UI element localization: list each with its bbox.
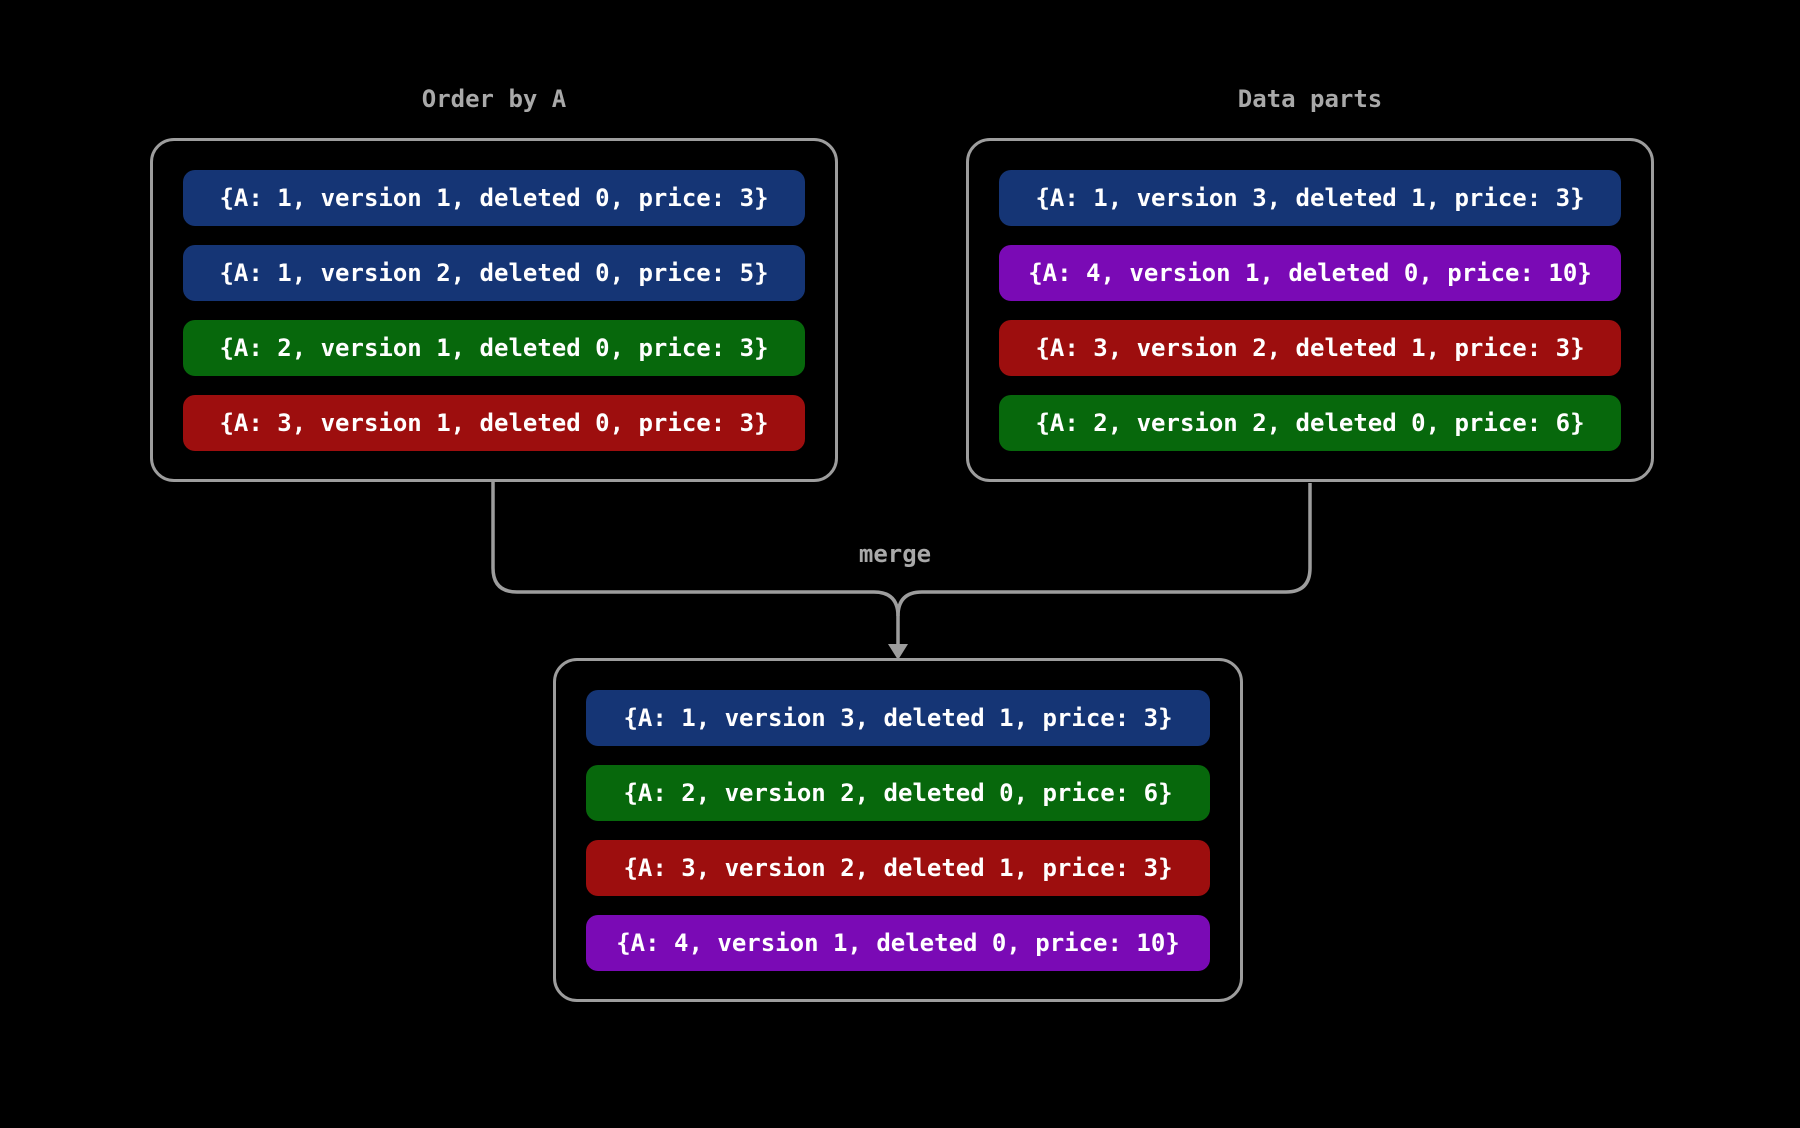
order-by-a-title: Order by A [421,85,567,113]
merge-label: merge [858,540,932,568]
data-row: {A: 2, version 2, deleted 0, price: 6} [586,764,1210,821]
merge-connector-left [491,481,900,645]
data-row: {A: 2, version 1, deleted 0, price: 3} [183,319,805,376]
merge-connector-right [896,483,1312,617]
data-parts-panel: {A: 1, version 3, deleted 1, price: 3} {… [966,138,1654,482]
data-parts-title: Data parts [1237,85,1383,113]
data-row: {A: 3, version 2, deleted 1, price: 3} [999,319,1621,376]
data-row: {A: 3, version 1, deleted 0, price: 3} [183,394,805,451]
data-row: {A: 3, version 2, deleted 1, price: 3} [586,839,1210,896]
data-row: {A: 1, version 1, deleted 0, price: 3} [183,169,805,226]
data-row: {A: 2, version 2, deleted 0, price: 6} [999,394,1621,451]
data-row: {A: 1, version 3, deleted 1, price: 3} [586,689,1210,746]
data-row: {A: 4, version 1, deleted 0, price: 10} [586,914,1210,971]
merged-panel: {A: 1, version 3, deleted 1, price: 3} {… [553,658,1243,1002]
order-by-a-panel: {A: 1, version 1, deleted 0, price: 3} {… [150,138,838,482]
data-row: {A: 1, version 2, deleted 0, price: 5} [183,244,805,301]
data-row: {A: 1, version 3, deleted 1, price: 3} [999,169,1621,226]
data-row: {A: 4, version 1, deleted 0, price: 10} [999,244,1621,301]
